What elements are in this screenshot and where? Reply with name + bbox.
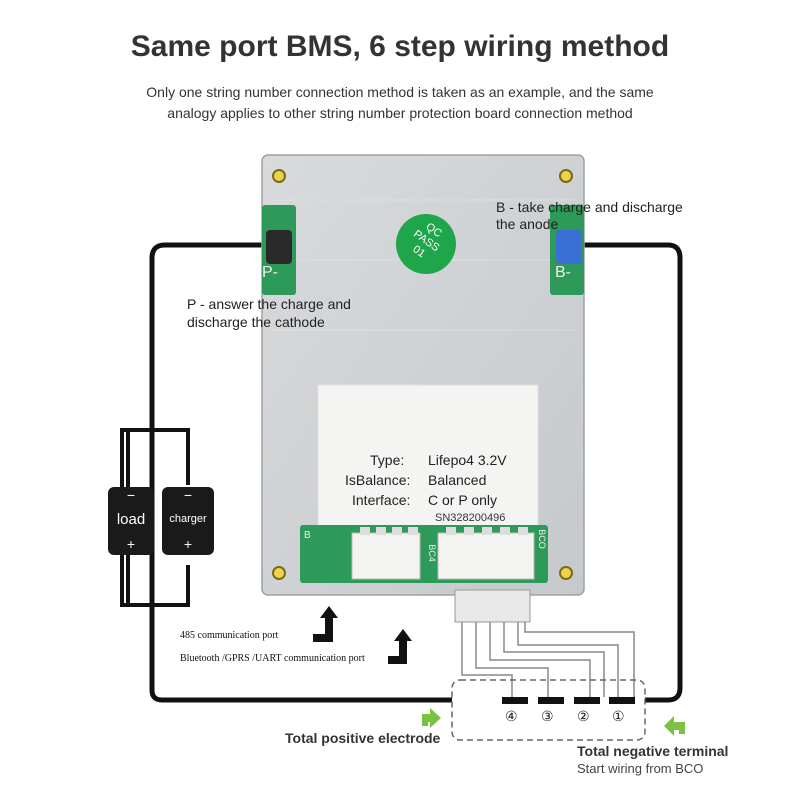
load-plus: + [126, 536, 136, 552]
p-annotation-line-2: discharge the cathode [187, 314, 325, 330]
total-negative-label: Total negative terminal [577, 743, 729, 759]
cell-3-label: ③ [541, 708, 554, 724]
balance-plug [454, 589, 531, 623]
conn-bc4-label: BC4 [426, 544, 437, 562]
b-annotation-line-2: the anode [496, 216, 559, 232]
load-label: load [116, 511, 146, 528]
spec-interface-value: C or P only [428, 492, 497, 508]
charger-device [162, 487, 214, 555]
qc-pass-stamp [396, 214, 456, 274]
arrow-total-positive [422, 708, 441, 728]
charger-plus: + [183, 536, 193, 552]
subtitle-line-1: Only one string number connection method… [146, 84, 654, 100]
b-annotation-line-1: B - take charge and discharge [496, 199, 683, 215]
p-pad-label: P- [262, 264, 278, 281]
cell-blocks [502, 697, 635, 704]
b-pad-label: B- [555, 264, 571, 281]
balance-wires [461, 622, 635, 697]
cell-1-label: ① [612, 708, 625, 724]
page-title: Same port BMS, 6 step wiring method [130, 30, 670, 63]
arrow-485 [313, 606, 338, 642]
start-wiring-label: Start wiring from BCO [577, 761, 704, 776]
main-wire-loop [149, 242, 452, 703]
arrow-total-negative [664, 716, 685, 736]
conn-b-label: B [304, 530, 311, 541]
port-bluetooth-label: Bluetooth /GPRS /UART communication port [180, 653, 365, 664]
charger-label: charger [169, 513, 207, 525]
page-subtitle: Only one string number connection method… [100, 82, 700, 124]
spec-interface-label: Interface: [352, 492, 411, 508]
spec-type-label: Type: [370, 452, 405, 468]
b-wire [565, 242, 683, 703]
cell-4-label: ④ [505, 708, 518, 724]
spec-balance-label: IsBalance: [345, 472, 411, 488]
comm-connector-left [351, 532, 421, 580]
total-positive-label: Total positive electrode [285, 730, 441, 746]
load-charger-wiring [120, 428, 190, 607]
spec-balance-value: Balanced [428, 472, 487, 488]
port-485-label: 485 communication port [180, 630, 279, 641]
battery-cells-box [451, 679, 646, 741]
spec-type-value: Lifepo4 3.2V [428, 452, 507, 468]
conn-bco-label: BCO [536, 529, 547, 549]
charger-minus: − [183, 487, 193, 503]
cell-2-label: ② [577, 708, 590, 724]
serial-number: SN328200496 [435, 512, 506, 524]
subtitle-line-2: analogy applies to other string number p… [167, 105, 633, 121]
spec-label [317, 384, 539, 541]
load-device [108, 487, 154, 555]
load-minus: − [126, 487, 136, 503]
arrow-bluetooth [388, 629, 412, 664]
balance-connector [437, 532, 535, 580]
p-annotation-line-1: P - answer the charge and [187, 296, 351, 312]
screw-holes [272, 169, 573, 580]
